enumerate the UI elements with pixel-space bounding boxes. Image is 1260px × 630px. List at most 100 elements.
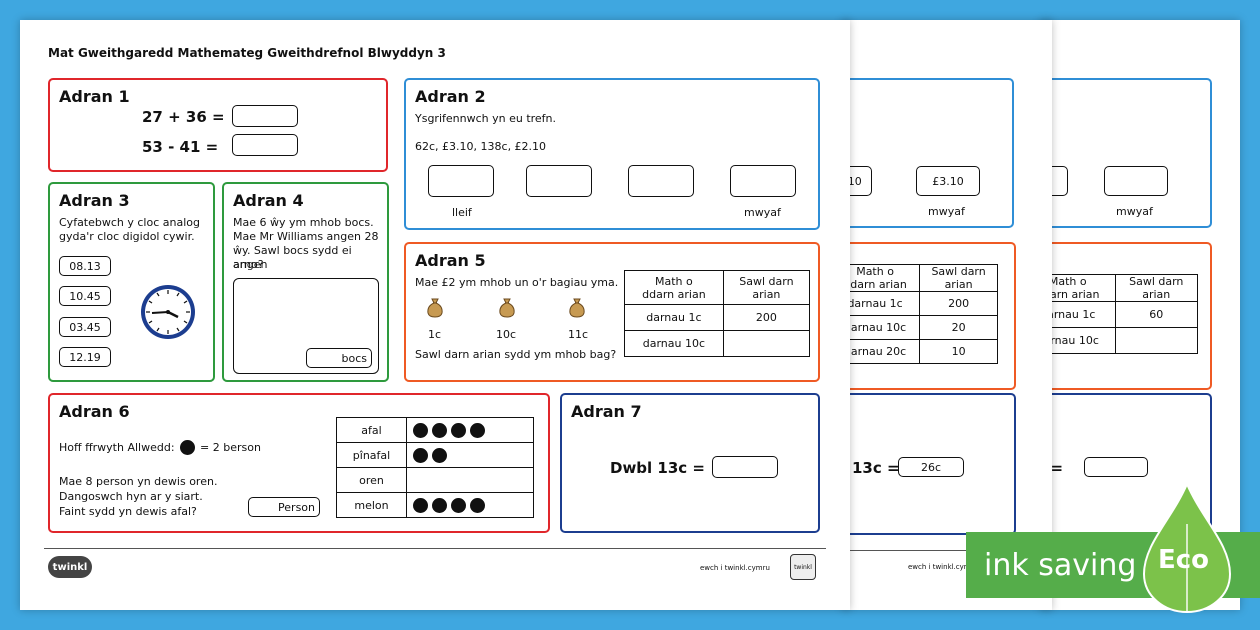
section-title: Adran 6 (59, 402, 130, 421)
answer-box[interactable]: £3.10 (916, 166, 980, 196)
table-cell[interactable]: 200 (919, 291, 998, 316)
answer-box[interactable] (712, 456, 778, 478)
key-value: = 2 berson (200, 441, 261, 454)
adran-3-box: Adran 3 Cyfatebwch y cloc analog gyda'r … (48, 182, 215, 382)
fruit-label: pînafal (336, 442, 407, 468)
money-bag-icon (499, 298, 515, 318)
footer-site[interactable]: ewch i twinkl.cymru (700, 564, 770, 572)
footer-line (44, 548, 826, 549)
question-line: Faint sydd yn dewis afal? (59, 505, 197, 518)
dots-cell[interactable] (406, 467, 534, 493)
pictogram-dot (470, 497, 485, 513)
question-line: ŵy. Sawl bocs sydd ei angen (233, 244, 352, 271)
question: Dwbl 13c = (610, 459, 705, 477)
answer-box[interactable]: Person (248, 497, 320, 517)
money-bag-icon (427, 298, 443, 318)
bag-label: 1c (428, 328, 442, 341)
equation-2: 53 - 41 = (142, 138, 219, 156)
section-title: Adran 4 (233, 191, 304, 210)
table-cell[interactable]: 20 (919, 315, 998, 340)
answer-box[interactable]: 26c (898, 457, 964, 477)
question-line: Mae 8 person yn dewis oren. (59, 475, 218, 488)
table-cell[interactable] (722, 330, 811, 357)
answer-box[interactable]: bocs (306, 348, 372, 368)
adran-7-box: Adran 7 Dwbl 13c = (560, 393, 820, 533)
footer-line (832, 550, 1042, 551)
pictogram-dot (451, 497, 466, 513)
answer-box[interactable] (526, 165, 592, 197)
digital-time[interactable]: 10.45 (59, 286, 111, 306)
adran-2-box: £2.10 £3.10 mwyaf (820, 78, 1014, 228)
section-title: Adran 5 (415, 251, 486, 270)
fruit-label: afal (336, 417, 407, 443)
twinkl-logo: twinkl (48, 556, 92, 578)
most-label: mwyaf (928, 205, 965, 218)
digital-time[interactable]: 03.45 (59, 317, 111, 337)
section-title: Adran 3 (59, 191, 130, 210)
answer-box[interactable] (428, 165, 494, 197)
key-dot-icon (180, 440, 195, 455)
dots-cell[interactable] (406, 417, 534, 443)
dots-cell[interactable] (406, 492, 534, 518)
instruction: gyda'r cloc digidol cywir. (59, 230, 195, 243)
key-label: Hoff ffrwyth Allwedd: (59, 441, 175, 454)
adran-7-box: 13c = 26c (832, 393, 1016, 535)
fruit-label: oren (336, 467, 407, 493)
adran-5-box: Adran 5 Mae £2 ym mhob un o'r bagiau yma… (404, 242, 820, 382)
bag-label: 10c (496, 328, 517, 341)
most-label: mwyaf (1116, 205, 1153, 218)
dots-cell[interactable] (406, 442, 534, 468)
question-line: Dangoswch hyn ar y siart. (59, 490, 203, 503)
adran-4-box: Adran 4 Mae 6 ŵy ym mhob bocs. Mae Mr Wi… (222, 182, 389, 382)
fruit-label: melon (336, 492, 407, 518)
section-title: Adran 2 (415, 87, 486, 106)
adran-2-box: mwyaf (1012, 78, 1212, 228)
answer-box[interactable] (628, 165, 694, 197)
footer-site[interactable]: ewch i twinkl.cymru (908, 563, 978, 571)
question: 13c = (852, 459, 900, 477)
instruction: Mae £2 ym mhob un o'r bagiau yma. (415, 276, 619, 289)
pictogram-dot (413, 422, 428, 438)
table-cell[interactable]: 10 (919, 339, 998, 364)
answer-box[interactable] (1104, 166, 1168, 196)
section-title: Adran 1 (59, 87, 130, 106)
question-line: Mae 6 ŵy ym mhob bocs. (233, 216, 374, 229)
bag-label: 11c (568, 328, 589, 341)
answer-box[interactable] (232, 134, 298, 156)
pictogram-dot (413, 497, 428, 513)
digital-time[interactable]: 08.13 (59, 256, 111, 276)
page-title: Mat Gweithgaredd Mathemateg Gweithdrefno… (48, 46, 446, 60)
pictogram-dot (432, 497, 447, 513)
question-line: arno? (233, 258, 264, 271)
answer-box[interactable] (730, 165, 796, 197)
instruction: Ysgrifennwch yn eu trefn. (415, 112, 557, 125)
ink-saving-label: ink saving (984, 547, 1137, 583)
values-list: 62c, £3.10, 138c, £2.10 (415, 140, 547, 153)
digital-time[interactable]: 12.19 (59, 347, 111, 367)
money-bag-icon (569, 298, 585, 318)
table-cell: darnau 10c (624, 330, 724, 357)
answer-box[interactable] (232, 105, 298, 127)
pictogram-dot (432, 422, 447, 438)
analog-clock-icon[interactable] (138, 282, 198, 342)
quality-stamp: twinkl (790, 554, 816, 580)
answer-box[interactable] (1084, 457, 1148, 477)
adran-1-box: Adran 1 27 + 36 = 53 - 41 = (48, 78, 388, 172)
pictogram-dot (451, 422, 466, 438)
most-label: mwyaf (744, 206, 781, 219)
adran-2-box: Adran 2 Ysgrifennwch yn eu trefn. 62c, £… (404, 78, 820, 230)
table-cell[interactable]: 60 (1114, 301, 1199, 328)
table-cell[interactable] (1114, 327, 1199, 354)
table-cell[interactable]: 200 (722, 304, 811, 331)
equation-1: 27 + 36 = (142, 108, 225, 126)
eco-drop-icon (1142, 484, 1232, 614)
pictogram-table: afal pînafal oren melon (336, 417, 534, 518)
